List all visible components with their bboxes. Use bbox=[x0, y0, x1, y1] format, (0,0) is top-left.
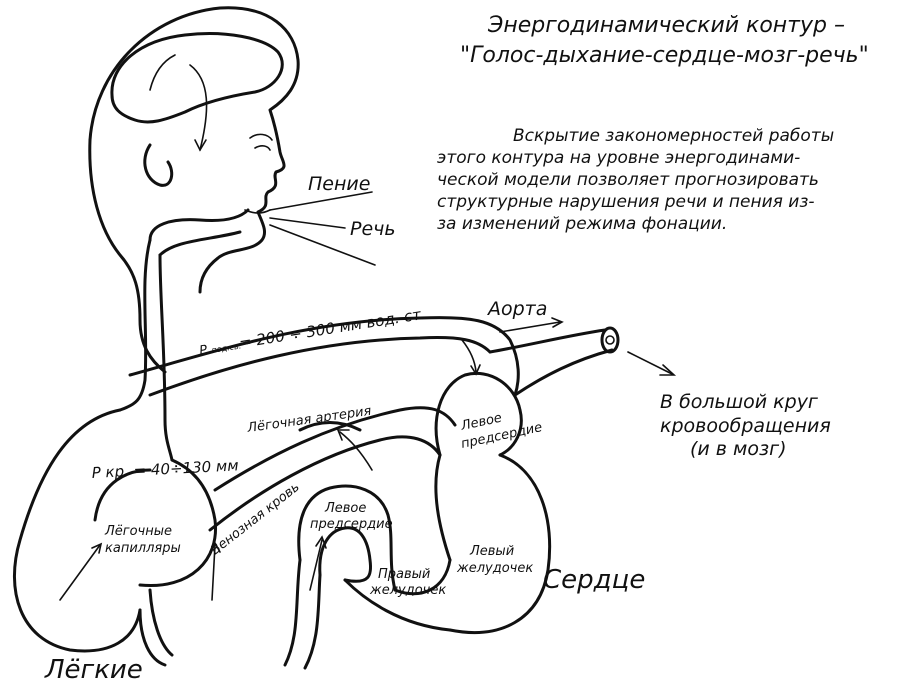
title-line-1: Энергодинамический контур – bbox=[487, 13, 845, 38]
head-outline-icon bbox=[90, 8, 298, 372]
lung-capillaries-line-1: Лёгочные bbox=[104, 524, 172, 539]
lungs-label: Лёгкие bbox=[44, 655, 143, 685]
left-ventricle-line-1: Левый bbox=[469, 544, 514, 559]
flow-arrow-icon bbox=[60, 545, 100, 600]
right-ventricle-line-2: желудочек bbox=[369, 583, 446, 598]
left-ventricle-line-2: желудочек bbox=[456, 561, 533, 576]
description-line-1: Вскрытие закономерностей работы bbox=[513, 126, 834, 146]
aorta-label: Аорта bbox=[486, 298, 547, 320]
diagram-title: Энергодинамический контур – "Голос-дыхан… bbox=[460, 13, 869, 68]
singing-label: Пение bbox=[308, 173, 370, 195]
description-line-2: этого контура на уровне энергодинами- bbox=[437, 148, 800, 168]
description-line-5: за изменений режима фонации. bbox=[437, 214, 727, 234]
big-circle-line-3: (и в мозг) bbox=[690, 438, 787, 460]
heart-label: Сердце bbox=[543, 565, 645, 595]
flow-arrow-icon bbox=[462, 340, 476, 372]
description-line-3: ческой модели позволяет прогнозировать bbox=[437, 170, 819, 190]
trachea-icon bbox=[120, 210, 248, 460]
title-line-2: "Голос-дыхание-сердце-мозг-речь" bbox=[460, 43, 869, 68]
left-atrium-mid-line-2: предсердие bbox=[310, 517, 393, 532]
speech-label: Речь bbox=[350, 218, 396, 240]
flow-arrow-icon bbox=[150, 55, 175, 90]
big-circle-label: В большой круг кровообращения (и в мозг) bbox=[660, 391, 831, 460]
description-text: Вскрытие закономерностей работы этого ко… bbox=[437, 126, 834, 234]
subglottic-pressure-symbol: P bbox=[198, 343, 208, 359]
left-atrium-mid-line-1: Левое bbox=[324, 501, 366, 516]
subglottic-pressure-subscript: под.св. bbox=[211, 341, 242, 355]
flow-arrow-icon bbox=[500, 322, 560, 332]
pulmonary-artery-label: Лёгочная артерия bbox=[245, 404, 372, 436]
big-circle-line-2: кровообращения bbox=[660, 415, 831, 437]
pulmonary-pressure-label: P кр. = 40÷130 мм bbox=[91, 456, 239, 482]
big-circle-line-1: В большой круг bbox=[660, 391, 819, 413]
right-ventricle-line-1: Правый bbox=[378, 567, 430, 582]
brain-outline-icon bbox=[112, 34, 282, 122]
lung-capillaries-line-2: капилляры bbox=[105, 541, 181, 556]
flow-arrow-icon bbox=[628, 352, 672, 374]
description-line-4: структурные нарушения речи и пения из- bbox=[437, 192, 815, 212]
